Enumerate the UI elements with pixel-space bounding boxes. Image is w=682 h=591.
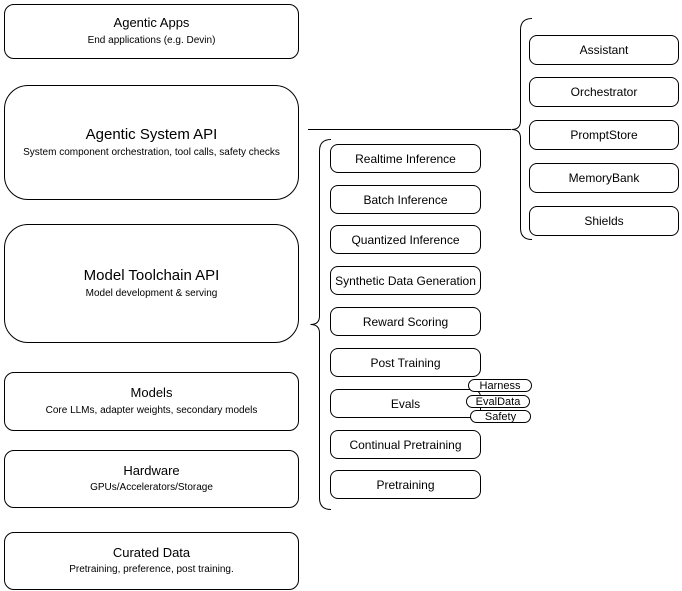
node-agentic-apps: Agentic Apps End applications (e.g. Devi… — [4, 4, 299, 59]
node-label: Post Training — [370, 355, 441, 370]
node-realtime-inference: Realtime Inference — [330, 144, 481, 173]
node-continual-pretraining: Continual Pretraining — [330, 430, 481, 459]
node-shields: Shields — [529, 206, 679, 236]
node-title: Hardware — [123, 462, 180, 478]
node-evals: Evals — [330, 389, 481, 418]
node-label: Realtime Inference — [355, 151, 456, 166]
node-label: Orchestrator — [570, 85, 638, 99]
node-agentic-system-api: Agentic System API System component orch… — [4, 85, 299, 200]
tag-evaldata: EvalData — [466, 395, 530, 408]
node-label: Evals — [390, 396, 421, 411]
node-reward-scoring: Reward Scoring — [330, 307, 481, 336]
node-title: Models — [130, 385, 173, 401]
node-label: PromptStore — [570, 128, 638, 142]
tag-label: Safety — [484, 410, 517, 423]
node-orchestrator: Orchestrator — [529, 77, 679, 107]
bracket-system-components — [511, 18, 533, 240]
node-subtitle: End applications (e.g. Devin) — [87, 34, 216, 46]
node-batch-inference: Batch Inference — [330, 185, 481, 214]
node-memorybank: MemoryBank — [529, 163, 679, 193]
node-assistant: Assistant — [529, 35, 679, 65]
tag-label: EvalData — [475, 395, 521, 408]
node-label: Shields — [584, 214, 624, 228]
node-label: Batch Inference — [363, 192, 448, 207]
node-model-toolchain-api: Model Toolchain API Model development & … — [4, 224, 299, 343]
node-pretraining: Pretraining — [330, 470, 481, 499]
node-title: Curated Data — [112, 544, 191, 560]
node-label: Synthetic Data Generation — [335, 273, 476, 288]
bracket-toolchain-components — [310, 139, 332, 510]
node-models: Models Core LLMs, adapter weights, secon… — [4, 372, 299, 431]
node-title: Model Toolchain API — [83, 266, 220, 284]
node-label: Pretraining — [376, 477, 435, 492]
node-label: Assistant — [579, 43, 629, 57]
node-label: Quantized Inference — [351, 232, 460, 247]
node-subtitle: Pretraining, preference, post training. — [69, 564, 234, 576]
tag-safety: Safety — [470, 410, 531, 423]
node-subtitle: Model development & serving — [85, 288, 218, 300]
node-title: Agentic Apps — [113, 15, 190, 31]
node-subtitle: System component orchestration, tool cal… — [23, 147, 280, 159]
node-label: Reward Scoring — [362, 314, 449, 329]
node-synthetic-data-generation: Synthetic Data Generation — [330, 266, 481, 295]
node-label: MemoryBank — [568, 171, 640, 185]
node-curated-data: Curated Data Pretraining, preference, po… — [4, 532, 299, 590]
node-subtitle: Core LLMs, adapter weights, secondary mo… — [45, 404, 258, 416]
node-subtitle: GPUs/Accelerators/Storage — [90, 482, 213, 494]
tag-harness: Harness — [468, 379, 532, 392]
node-quantized-inference: Quantized Inference — [330, 225, 481, 254]
node-label: Continual Pretraining — [349, 437, 462, 452]
tag-label: Harness — [479, 379, 521, 392]
node-hardware: Hardware GPUs/Accelerators/Storage — [4, 450, 299, 508]
node-title: Agentic System API — [85, 125, 218, 143]
node-post-training: Post Training — [330, 348, 481, 377]
node-promptstore: PromptStore — [529, 120, 679, 150]
